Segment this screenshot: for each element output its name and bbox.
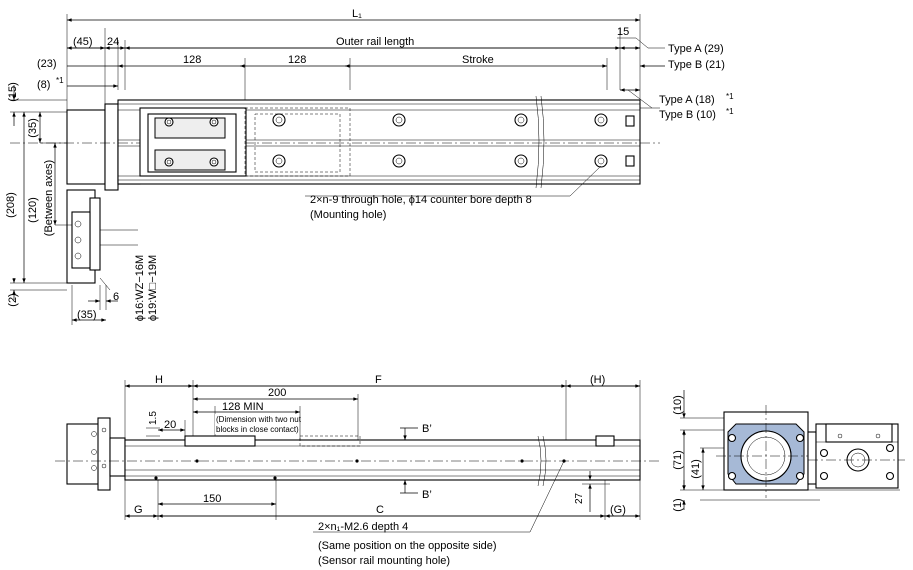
side-view: (10) (71) (41) (1) (672, 390, 905, 512)
dim-128-a: 128 (183, 54, 201, 66)
type-a-29: Type A (29) (668, 43, 724, 55)
dim-1: (1) (672, 498, 684, 511)
type-b-21: Type B (21) (668, 59, 725, 71)
dim-24: 24 (107, 36, 119, 48)
dim-27: 27 (574, 492, 585, 504)
dim-f: F (375, 374, 382, 386)
dim-2: (2) (7, 293, 19, 306)
dim-20: 20 (164, 419, 176, 431)
section-b-bottom: B’ (422, 489, 432, 501)
note-sensor-3: (Sensor rail mounting hole) (318, 555, 450, 567)
dim-l1: L₁ (352, 8, 362, 20)
top-view: L₁ (45) 24 Outer rail length 15 Type A (… (5, 8, 734, 325)
dim-71: (71) (672, 450, 684, 470)
note-sensor-1: 2×n₁-M2.6 depth 4 (318, 521, 408, 533)
side-bolts (727, 433, 805, 481)
dim-stroke: Stroke (462, 54, 494, 66)
dim-outer-rail-length: Outer rail length (336, 36, 414, 48)
dim-10: (10) (672, 395, 684, 415)
carriage-bolts (164, 117, 219, 167)
label-between-axes: (Between axes) (43, 160, 55, 236)
note-star1-a: *1 (56, 76, 64, 85)
dim-23: (23) (37, 58, 57, 70)
note-nut-blocks-1: (Dimension with two nut (216, 415, 302, 424)
mounting-holes (272, 113, 608, 168)
type-a-18: Type A (18) (659, 94, 715, 106)
dim-128-b: 128 (288, 54, 306, 66)
motor-spec-19: ϕ19:W□−19M (147, 255, 159, 321)
note-sensor-2: (Same position on the opposite side) (318, 540, 497, 552)
note-nut-blocks-2: blocks in close contact) (216, 425, 299, 434)
dim-35-vertical: (35) (27, 118, 39, 138)
dim-1-5: 1.5 (148, 411, 159, 425)
note-star1-c: *1 (726, 107, 734, 116)
dim-8: (8) (37, 79, 50, 91)
front-view: H F (H) 200 128 MIN (Dimension with two … (55, 374, 660, 567)
note-mounting-hole-1: 2×n-9 through hole, ϕ14 counter bore dep… (310, 194, 532, 206)
dim-208: (208) (5, 192, 17, 218)
dim-g-left: G (134, 504, 143, 516)
motor-spec-16: ϕ16:WZ−16M (134, 255, 146, 321)
dim-h-left: H (155, 374, 163, 386)
dim-h-right: (H) (590, 374, 605, 386)
dim-200: 200 (268, 387, 286, 399)
dim-41: (41) (690, 459, 702, 479)
dim-120: (120) (27, 197, 39, 223)
section-b-top: B’ (422, 423, 432, 435)
dim-15: 15 (617, 26, 629, 38)
dim-35-horizontal: (35) (77, 309, 97, 321)
dim-150: 150 (203, 493, 221, 505)
dim-45: (45) (73, 36, 93, 48)
type-b-10: Type B (10) (659, 109, 716, 121)
dim-128-min: 128 MIN (222, 401, 264, 413)
note-mounting-hole-2: (Mounting hole) (310, 209, 386, 221)
dim-g-right: (G) (610, 504, 626, 516)
dim-c: C (376, 504, 384, 516)
dim-15-left: (15) (7, 82, 19, 102)
dim-6: 6 (113, 291, 119, 303)
note-star1-b: *1 (726, 92, 734, 101)
